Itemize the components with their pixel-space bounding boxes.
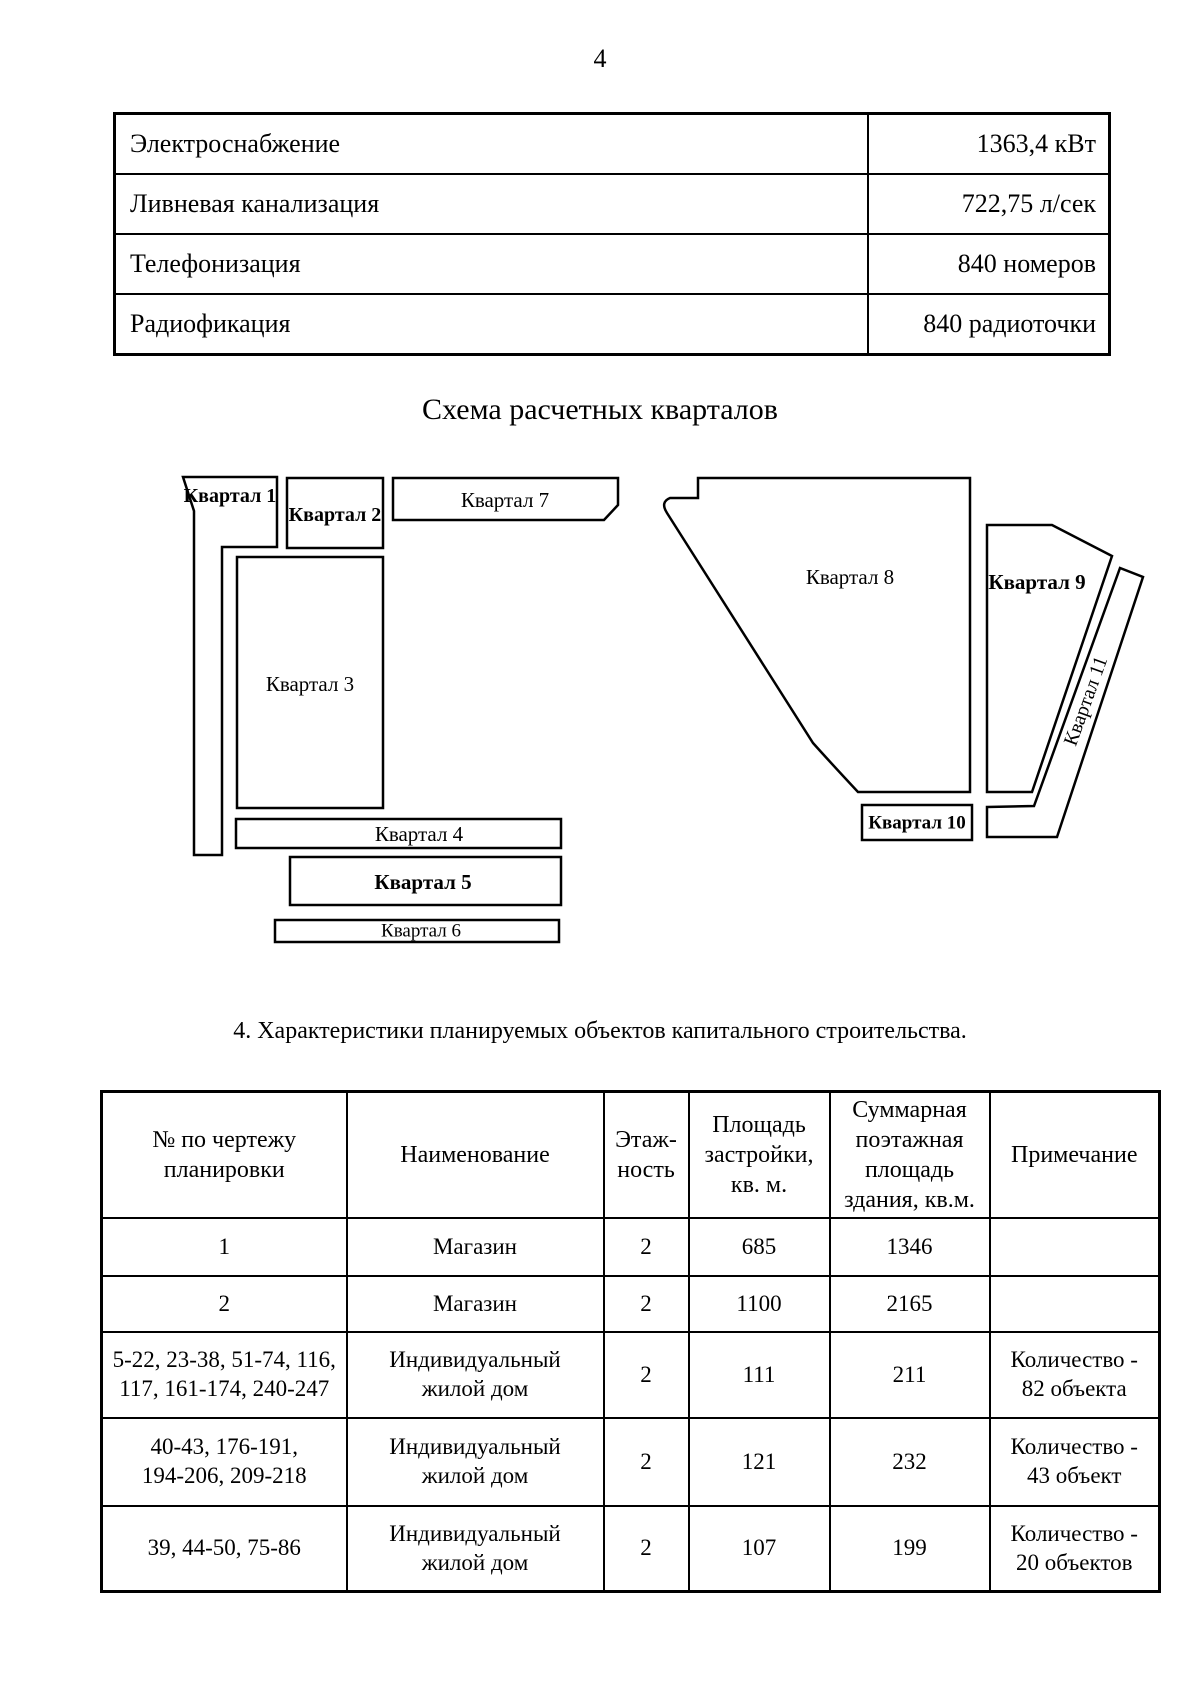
cell-plan-number: 39, 44-50, 75-86 [100, 1505, 348, 1593]
cell-total-area: 2165 [828, 1275, 991, 1333]
utility-label: Ливневая канализация [113, 173, 869, 235]
cell-note [988, 1217, 1161, 1277]
block-label: Квартал 2 [289, 504, 382, 526]
block-label: Квартал 8 [806, 565, 894, 589]
page-number: 4 [593, 44, 607, 73]
block-kvartal-10: Квартал 10 [860, 803, 974, 842]
cell-floors: 2 [602, 1331, 690, 1419]
cell-name: Индивидуальный жилой дом [345, 1417, 605, 1507]
table-row: Радиофикация 840 радиоточки [113, 293, 1111, 356]
cell-name: Индивидуальный жилой дом [345, 1505, 605, 1593]
table-row: Ливневая канализация 722,75 л/сек [113, 173, 1111, 235]
cell-footprint-area: 111 [687, 1331, 831, 1419]
utilities-table: Электроснабжение 1363,4 кВт Ливневая кан… [113, 112, 1111, 356]
cell-name: Магазин [345, 1217, 605, 1277]
cell-note: Количество - 82 объекта [988, 1331, 1161, 1419]
column-header: Площадь застройки, кв. м. [687, 1090, 831, 1219]
cell-total-area: 211 [828, 1331, 991, 1419]
table-row: 40-43, 176-191, 194-206, 209-218 Индивид… [100, 1417, 1161, 1507]
cell-note: Количество - 43 объект [988, 1417, 1161, 1507]
block-label: Квартал 3 [266, 672, 354, 696]
cell-floors: 2 [602, 1417, 690, 1507]
table-row: Телефонизация 840 номеров [113, 233, 1111, 295]
column-header: Примечание [988, 1090, 1161, 1219]
section-heading: 4. Характеристики планируемых объектов к… [233, 1018, 967, 1044]
cell-total-area: 232 [828, 1417, 991, 1507]
table-row: 1 Магазин 2 685 1346 [100, 1217, 1161, 1277]
block-label: Квартал 7 [461, 488, 549, 512]
column-header: Наименование [345, 1090, 605, 1219]
block-kvartal-1: Квартал 1 [181, 475, 279, 857]
utility-label: Телефонизация [113, 233, 869, 295]
cell-footprint-area: 107 [687, 1505, 831, 1593]
utility-value: 722,75 л/сек [866, 173, 1111, 235]
block-label: Квартал 5 [374, 870, 471, 894]
table-row: 5-22, 23-38, 51-74, 116, 117, 161-174, 2… [100, 1331, 1161, 1419]
utility-value: 1363,4 кВт [866, 112, 1111, 175]
cell-footprint-area: 685 [687, 1217, 831, 1277]
block-label: Квартал 6 [381, 921, 461, 942]
cell-name: Индивидуальный жилой дом [345, 1331, 605, 1419]
cell-total-area: 1346 [828, 1217, 991, 1277]
block-kvartal-6: Квартал 6 [273, 918, 561, 944]
table-row: 2 Магазин 2 1100 2165 [100, 1275, 1161, 1333]
cell-floors: 2 [602, 1275, 690, 1333]
column-header: Суммарная поэтажная площадь здания, кв.м… [828, 1090, 991, 1219]
column-header: № по чертежу планировки [100, 1090, 348, 1219]
utility-label: Радиофикация [113, 293, 869, 356]
block-label: Квартал 9 [988, 570, 1085, 594]
blocks-scheme-diagram: Квартал 1 Квартал 2 Квартал 7 Квартал 3 … [181, 475, 1145, 944]
cell-floors: 2 [602, 1217, 690, 1277]
cell-total-area: 199 [828, 1505, 991, 1593]
block-label: Квартал 10 [868, 813, 966, 834]
block-label: Квартал 4 [375, 822, 464, 846]
block-kvartal-8: Квартал 8 [662, 476, 972, 794]
cell-note [988, 1275, 1161, 1333]
cell-note: Количество - 20 объектов [988, 1505, 1161, 1593]
cell-footprint-area: 1100 [687, 1275, 831, 1333]
objects-table: № по чертежу планировки Наименование Эта… [100, 1090, 1161, 1593]
block-kvartal-4: Квартал 4 [234, 817, 563, 850]
block-kvartal-9: Квартал 9 [985, 523, 1114, 794]
utility-value: 840 радиоточки [866, 293, 1111, 356]
table-row: 39, 44-50, 75-86 Индивидуальный жилой до… [100, 1505, 1161, 1593]
block-kvartal-2: Квартал 2 [285, 476, 385, 550]
block-kvartal-7: Квартал 7 [391, 476, 620, 522]
table-row: Электроснабжение 1363,4 кВт [113, 112, 1111, 175]
cell-plan-number: 1 [100, 1217, 348, 1277]
diagram-title: Схема расчетных кварталов [422, 393, 778, 426]
block-kvartal-5: Квартал 5 [288, 855, 563, 907]
cell-footprint-area: 121 [687, 1417, 831, 1507]
column-header: Этаж- ность [602, 1090, 690, 1219]
utility-label: Электроснабжение [113, 112, 869, 175]
cell-name: Магазин [345, 1275, 605, 1333]
cell-plan-number: 40-43, 176-191, 194-206, 209-218 [100, 1417, 348, 1507]
table-header-row: № по чертежу планировки Наименование Эта… [100, 1090, 1161, 1219]
cell-floors: 2 [602, 1505, 690, 1593]
block-kvartal-3: Квартал 3 [235, 555, 385, 810]
cell-plan-number: 5-22, 23-38, 51-74, 116, 117, 161-174, 2… [100, 1331, 348, 1419]
cell-plan-number: 2 [100, 1275, 348, 1333]
block-label: Квартал 1 [184, 485, 277, 507]
utility-value: 840 номеров [866, 233, 1111, 295]
